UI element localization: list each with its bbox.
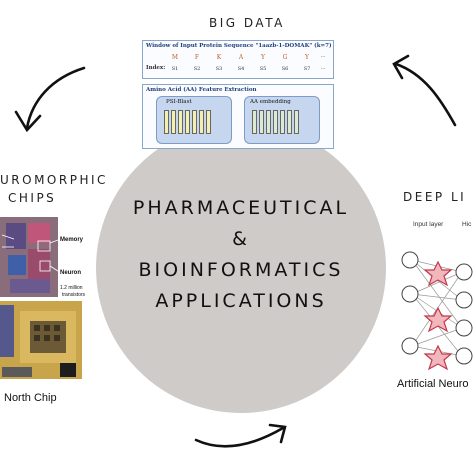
amino-acid: Y <box>305 54 309 61</box>
index-cell: S1 <box>171 66 179 72</box>
input-sequence-window <box>142 40 334 79</box>
psi-feature-bar <box>199 110 204 134</box>
neuromorphic-title: UROMORPHIC <box>0 173 108 187</box>
neuron-star-icon <box>423 306 453 333</box>
center-title-ampersand: & <box>232 228 250 250</box>
index-ellipsis: ... <box>320 65 326 71</box>
arrow-bottom-icon <box>194 426 285 448</box>
big-data-figure: Window of Input Protein Sequence "1aazb-… <box>142 40 334 149</box>
big-data-title: BIG DATA <box>209 16 285 30</box>
transistors-label-1: 1.2 million <box>60 285 83 291</box>
embedding-feature-bar <box>252 110 257 134</box>
center-title-line-3: BIOINFORMATICS <box>138 259 344 281</box>
hidden-layer-label: Hic <box>462 221 472 228</box>
embedding-feature-bar <box>266 110 271 134</box>
center-title-line-1: PHARMACEUTICAL <box>132 197 350 219</box>
psi-blast-label: PSI-Blast <box>166 99 192 105</box>
feature-extraction-label: Amino Acid (AA) Feature Extraction <box>146 87 257 93</box>
psi-feature-bar <box>206 110 211 134</box>
amino-acid: M <box>171 54 179 61</box>
chip-caption: North Chip <box>4 392 57 404</box>
amino-acid: Y <box>261 54 265 61</box>
embedding-feature-bar <box>280 110 285 134</box>
transistors-label-2: transistors <box>62 292 86 298</box>
neuromorphic-title-line-2: CHIPS <box>8 191 57 205</box>
memory-label: Memory <box>60 237 84 243</box>
arrow-top-right-icon <box>394 62 457 127</box>
index-cell: S7 <box>303 66 311 72</box>
neuron-label: Neuron <box>60 270 81 276</box>
window-label: Window of Input Protein Sequence "1aazb-… <box>146 43 332 49</box>
amino-acid: A <box>238 54 244 61</box>
neural-net-caption: Artificial Neuro <box>397 378 469 390</box>
arrow-top-left-icon <box>25 66 86 130</box>
psi-feature-bar <box>171 110 176 134</box>
embedding-feature-bar <box>273 110 278 134</box>
embedding-feature-bar <box>287 110 292 134</box>
neuron-star-icon <box>423 344 453 371</box>
index-cell: S6 <box>281 66 289 72</box>
psi-feature-bar <box>164 110 169 134</box>
amino-acid: G <box>282 54 288 61</box>
center-circle <box>96 123 386 413</box>
index-label: Index: <box>146 65 166 71</box>
arrow-bottom-head-icon <box>268 423 287 444</box>
index-cell: S4 <box>237 66 245 72</box>
amino-acid: F <box>194 54 200 61</box>
psi-feature-bar <box>192 110 197 134</box>
index-cell: S3 <box>215 66 223 72</box>
embedding-feature-bar <box>294 110 299 134</box>
index-cell: S5 <box>259 66 267 72</box>
neuron-star-icon <box>423 260 453 287</box>
embedding-feature-bar <box>259 110 264 134</box>
aa-embedding-label: AA embedding <box>250 99 291 105</box>
center-title-line-4: APPLICATIONS <box>155 290 327 312</box>
psi-feature-bar <box>178 110 183 134</box>
input-layer-label: Input layer <box>413 221 444 228</box>
arrow-top-right-head-icon <box>392 54 410 80</box>
sequence-ellipsis: ... <box>320 53 326 59</box>
deep-learning-title: DEEP LI <box>403 190 467 204</box>
index-cell: S2 <box>193 66 201 72</box>
psi-feature-bar <box>185 110 190 134</box>
neuromorphic-chip-image <box>0 217 82 379</box>
arrow-top-left-head-icon <box>14 110 42 133</box>
amino-acid: K <box>216 54 222 61</box>
neural-network-diagram <box>401 251 473 371</box>
